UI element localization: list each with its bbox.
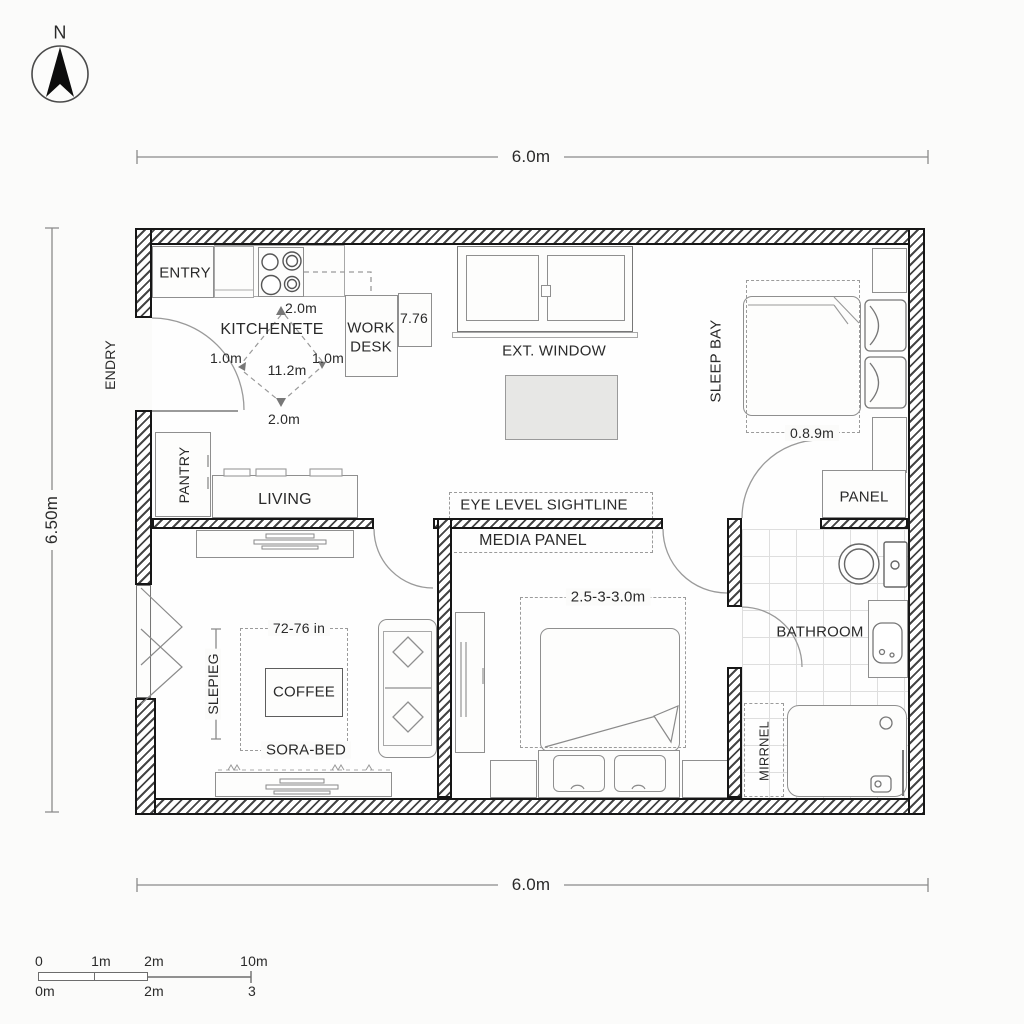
scale-top-0: 0 [35, 953, 43, 969]
mirror-zone-box [744, 703, 784, 797]
wall-sleepbay-bath [820, 518, 908, 529]
bed-pillow-right [614, 755, 666, 792]
wall-exterior-bottom [135, 798, 925, 815]
north-label: N [53, 22, 67, 43]
wall-exterior-right [908, 228, 925, 815]
sofa-clearance-dim: 72-76 in [267, 620, 331, 636]
panel-cabinet [822, 470, 906, 518]
pantry-cabinet [155, 432, 211, 517]
scale-top-1m: 1m [91, 953, 111, 969]
mirror-label: MIRRNEL [756, 721, 772, 781]
entry-cabinet [214, 246, 254, 298]
wall-exterior-left-a [135, 228, 152, 318]
dim-top: 6.0m [506, 147, 556, 167]
window-handle [541, 285, 551, 297]
bedroom-clearance-box [520, 597, 686, 748]
entry-closet [152, 246, 214, 298]
left-window-frame [136, 585, 151, 698]
sleep-bay-label: SLEEP BAY [707, 319, 725, 403]
dining-table [505, 375, 618, 440]
kitchen-dim-bottom: 2.0m [268, 411, 300, 427]
sideboard [196, 530, 354, 558]
scale-bottom-3: 3 [248, 983, 256, 999]
entry-label: ENTRY [159, 264, 211, 282]
vanity [868, 600, 908, 678]
media-panel-label: MEDIA PANEL [479, 532, 587, 549]
kitchen-dim-left: 1.0m [210, 350, 242, 366]
window-pane-left [466, 255, 539, 321]
desk-return [398, 293, 432, 347]
desk-value: 7.76 [399, 310, 429, 326]
kitchen-dim-area: 11.2m [267, 362, 307, 378]
scale-bar-divider [94, 972, 96, 981]
scale-bar-box [38, 972, 148, 981]
credenza [215, 772, 392, 797]
kitchen-dim-top: 2.0m [285, 300, 317, 316]
wardrobe [455, 612, 485, 753]
wall-lounge-bedroom [437, 518, 452, 798]
wall-exterior-top [135, 228, 925, 245]
scale-bottom-2m: 2m [144, 983, 164, 999]
pantry-label: PANTRY [176, 446, 192, 504]
bathroom-label: BATHROOM [776, 623, 864, 641]
bedroom-nightstand-right [682, 760, 728, 798]
panel-label: PANEL [839, 488, 889, 506]
sofa-bed-label: SORA-BED [261, 741, 351, 759]
nightstand-bottom [872, 417, 907, 473]
wall-media-panel [433, 518, 663, 529]
scale-top-10m: 10m [240, 953, 268, 969]
north-arrow-icon [31, 45, 89, 103]
scale-bar-line [148, 971, 252, 983]
work-desk-label-2: DESK [350, 338, 392, 356]
sleeping-label: SLEPIEG [205, 648, 221, 720]
window-pane-right [547, 255, 625, 321]
endry-label: ENDRY [102, 340, 118, 390]
wall-bedroom-bath-b [727, 667, 742, 798]
scale-bottom-0m: 0m [35, 983, 55, 999]
scale-top-2m: 2m [144, 953, 164, 969]
sofa-seat [383, 631, 432, 746]
sleep-bay-clearance-box [746, 280, 860, 433]
kitchen-dim-right: 1.0m [312, 350, 344, 366]
sleep-bay-bed-dim: 0.8.9m [785, 425, 839, 441]
kitchenette-label: KITCHENETE [220, 321, 324, 338]
ext-window-label: EXT. WINDOW [502, 342, 606, 360]
coffee-label: COFFEE [272, 683, 336, 701]
bed-pillow-left [553, 755, 605, 792]
stove [258, 247, 304, 297]
work-desk [345, 295, 398, 377]
coffee-table [265, 668, 343, 717]
shower-tray [787, 705, 907, 797]
window-sill [452, 332, 638, 338]
work-desk-label-1: WORK [347, 319, 395, 337]
dim-bottom: 6.0m [506, 875, 556, 895]
wall-bedroom-bath-a [727, 518, 742, 607]
bedroom-bed-dim: 2.5-3-3.0m [565, 588, 651, 606]
dim-left: 6.50m [42, 490, 62, 550]
living-label: LIVING [258, 491, 312, 508]
wall-living-partition [152, 518, 374, 529]
sightline-label: EYE LEVEL SIGHTLINE [460, 496, 628, 514]
nightstand-top [872, 248, 907, 293]
bedroom-nightstand-left [490, 760, 537, 798]
wall-exterior-left-c [135, 698, 156, 815]
wall-exterior-left-b [135, 410, 152, 585]
